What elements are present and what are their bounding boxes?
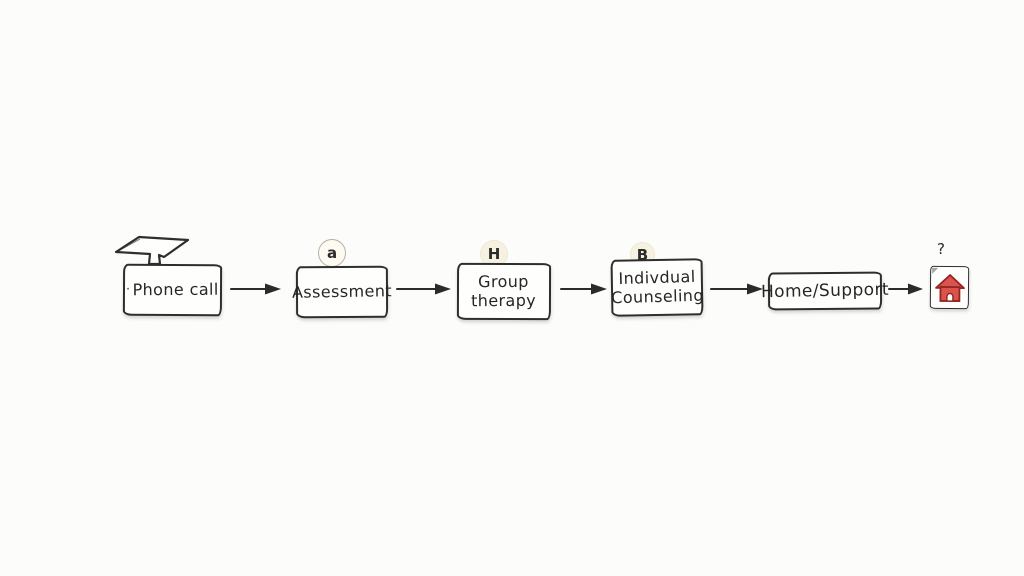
node-home-support: Home/Support [761,271,889,311]
phone-call-label: Phone call [132,280,219,300]
node-assessment: Assessment [292,265,392,319]
badge-letter: a [326,244,338,262]
flow-arrow-2 [396,283,451,295]
node-individual-counseling: Indivdual Counseling [610,258,704,317]
assessment-label: Assessment [291,281,393,303]
badge-letter: B [636,245,649,264]
flow-arrow-5 [888,283,923,295]
group-therapy-label: Group therapy [471,272,537,311]
badge-letter: ? [937,240,945,258]
flow-arrow-1 [230,283,281,295]
assessment-badge-icon: a [318,239,346,267]
corner-scribble [932,267,939,274]
question-mark-badge: ? [932,240,950,258]
node-home [929,265,970,310]
stray-pen-mark: · [126,282,131,298]
phone-handset-icon [112,232,194,266]
node-label: ·Phone call [126,280,219,300]
node-phone-call: ·Phone call [122,263,223,317]
flow-arrow-4 [710,283,763,295]
individual-counseling-label: Indivdual Counseling [610,267,704,308]
node-group-therapy: Group therapy [456,262,552,321]
flow-arrow-3 [560,283,607,295]
home-support-label: Home/Support [760,279,890,303]
house-icon [934,273,965,302]
badge-letter: H [487,245,501,263]
